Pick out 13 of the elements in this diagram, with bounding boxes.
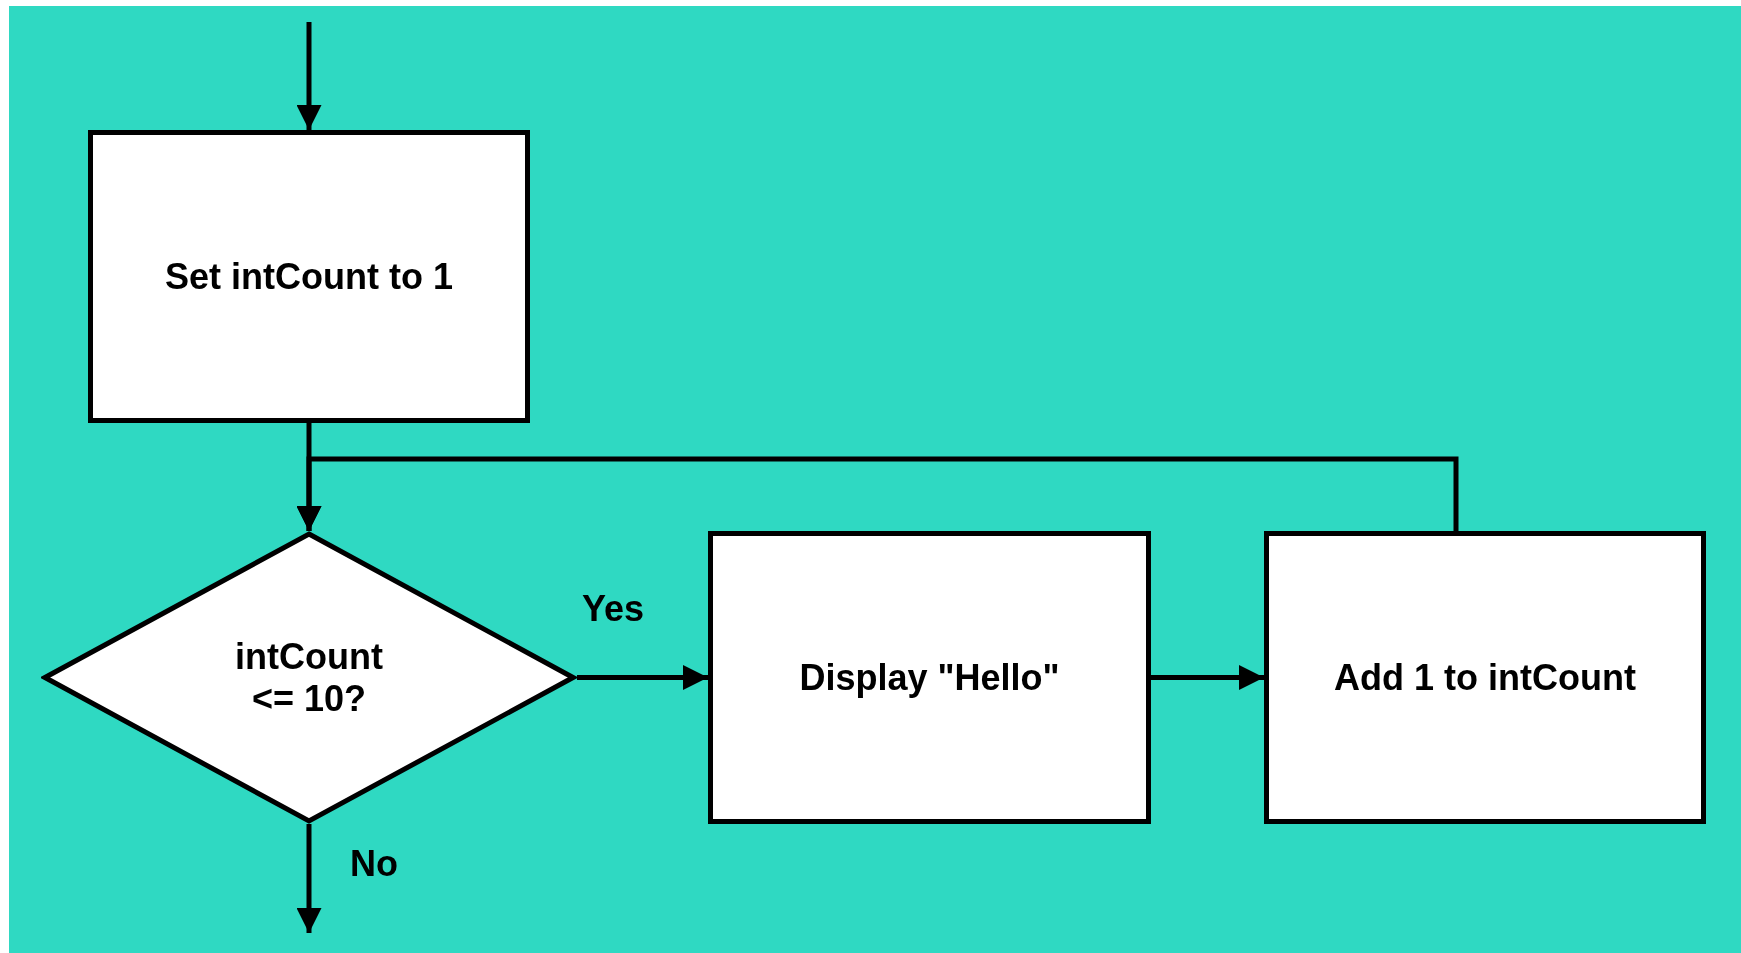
- arrow: [296, 824, 322, 933]
- process-box: [88, 130, 530, 423]
- node-text: Set intCount to 1: [165, 255, 453, 298]
- process-box: [708, 531, 1151, 824]
- node-text: Add 1 to intCount: [1334, 656, 1636, 699]
- node-text: Display "Hello": [799, 656, 1060, 699]
- arrow: [1151, 665, 1264, 690]
- node-text: intCount <= 10?: [234, 635, 384, 720]
- arrow: [577, 665, 708, 690]
- arrow: [296, 456, 1459, 531]
- decision-diamond: [41, 531, 577, 824]
- process-box: [1264, 531, 1706, 824]
- arrow: [296, 22, 322, 130]
